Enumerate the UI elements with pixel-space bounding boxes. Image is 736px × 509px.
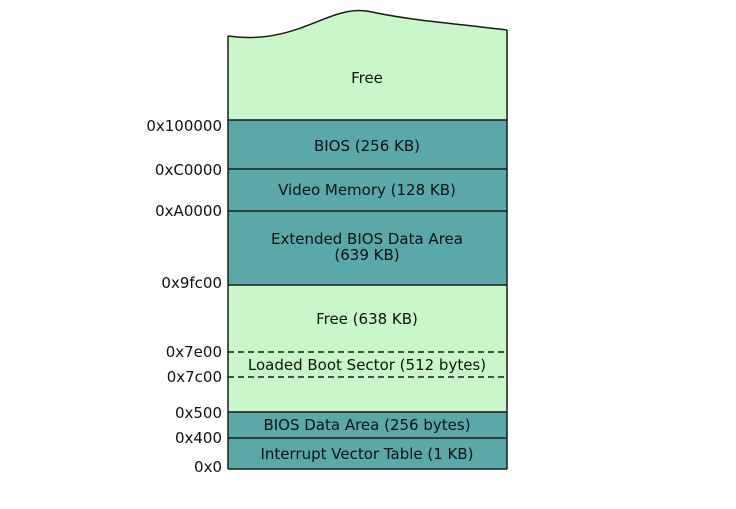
region-extended-bios-data-area [228, 211, 507, 285]
region-label-free-638: Free (638 KB) [316, 310, 418, 328]
address-label: 0x7e00 [166, 343, 222, 361]
region-label-ebda-line2: (639 KB) [334, 246, 399, 264]
region-label-ivt: Interrupt Vector Table (1 KB) [260, 445, 473, 463]
region-label-free-top: Free [351, 69, 383, 87]
region-bios [228, 120, 507, 169]
address-label: 0xA0000 [155, 202, 222, 220]
region-video-memory [228, 169, 507, 211]
wavy-top-edge [227, 9, 508, 39]
region-label-boot-sector: Loaded Boot Sector (512 bytes) [248, 356, 486, 374]
address-label: 0x400 [175, 429, 222, 447]
address-label: 0x7c00 [167, 368, 222, 386]
address-label: 0x100000 [146, 117, 222, 135]
address-label: 0x0 [194, 458, 222, 476]
address-label: 0x500 [175, 404, 222, 422]
region-label-ebda-line1: Extended BIOS Data Area [271, 230, 463, 248]
region-label-bios: BIOS (256 KB) [314, 137, 420, 155]
region-boundaries [227, 30, 508, 470]
address-label: 0xC0000 [155, 161, 222, 179]
region-bios-data-area [228, 412, 507, 438]
region-label-video-memory: Video Memory (128 KB) [278, 181, 456, 199]
region-free-638 [228, 285, 507, 412]
region-label-bios-data-area: BIOS Data Area (256 bytes) [263, 416, 470, 434]
region-free-top [228, 10, 507, 120]
address-label: 0x9fc00 [161, 274, 222, 292]
region-interrupt-vector-table [228, 438, 507, 469]
